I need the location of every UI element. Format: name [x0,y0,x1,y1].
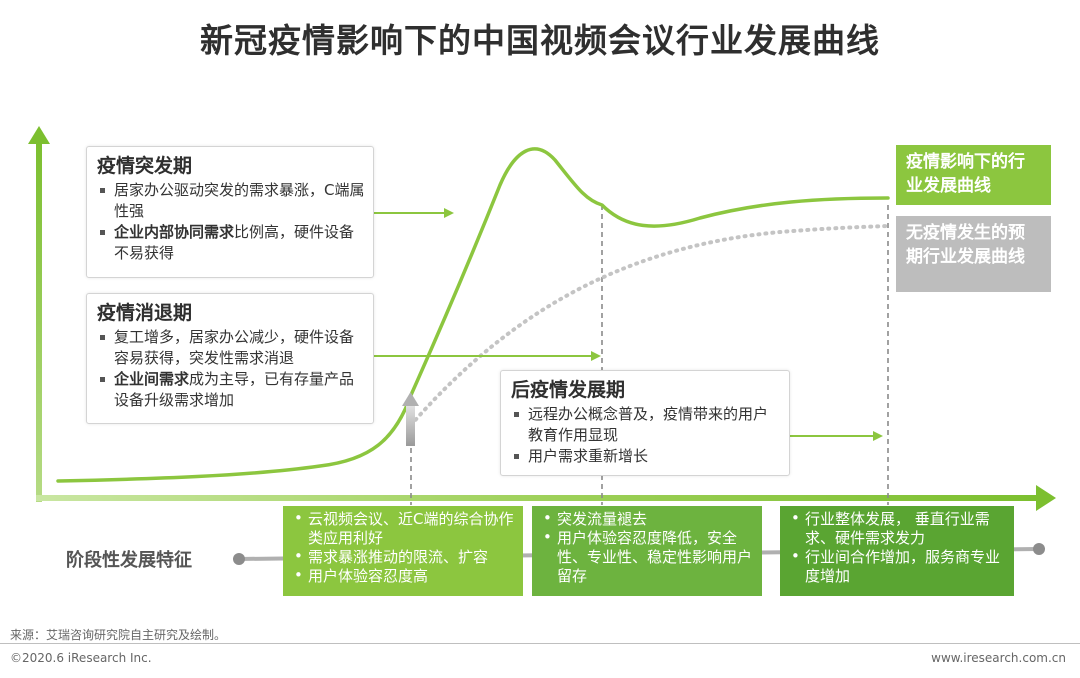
source-note: 来源：艾瑞咨询研究院自主研究及绘制。 [10,628,227,642]
feature-box-1: 云视频会议、近C端的综合协作类应用利好 需求暴涨推动的限流、扩容 用户体验容忍度… [283,506,523,596]
phase-box-post-epidemic: 后疫情发展期 远程办公概念普及，疫情带来的用户教育作用显现 用户需求重新增长 [500,370,790,476]
website-link[interactable]: www.iresearch.com.cn [931,651,1066,665]
phase-box-recession: 疫情消退期 复工增多，居家办公减少，硬件设备容易获得，突发性需求消退 企业间需求… [86,293,374,424]
feature-item: 云视频会议、近C端的综合协作类应用利好 [291,509,515,548]
phase-item: 企业间需求成为主导，已有存量产品设备升级需求增加 [97,369,365,411]
phase-item: 复工增多，居家办公减少，硬件设备容易获得，突发性需求消退 [97,327,365,369]
x-axis-arrow [1036,485,1056,511]
y-axis-arrow [28,126,50,144]
legend-actual-curve: 疫情影响下的行业发展曲线 [896,145,1051,205]
stage-label: 阶段性发展特征 [66,550,192,571]
page-title: 新冠疫情影响下的中国视频会议行业发展曲线 [200,21,880,60]
phase-2-arrow-head [591,351,601,361]
phase-title: 疫情消退期 [97,302,193,324]
phase-item: 用户需求重新增长 [511,446,781,467]
feature-item: 需求暴涨推动的限流、扩容 [291,547,515,567]
footer-divider [0,643,1080,644]
outbreak-marker-bar [406,404,415,446]
phase-item: 居家办公驱动突发的需求暴涨，C端属性强 [97,180,365,222]
copyright: ©2020.6 iResearch Inc. [10,651,152,665]
phase-item: 企业内部协同需求比例高，硬件设备不易获得 [97,222,365,264]
stage-timeline-start [233,553,245,565]
feature-item: 行业间合作增加，服务商专业度增加 [788,547,1006,586]
expected-curve [409,224,890,427]
phase-1-arrow-head [444,208,454,218]
phase-item: 远程办公概念普及，疫情带来的用户教育作用显现 [511,404,781,446]
phase-title: 疫情突发期 [97,155,193,177]
feature-box-3: 行业整体发展， 垂直行业需求、硬件需求发力 行业间合作增加，服务商专业度增加 [780,506,1014,596]
phase-box-outbreak: 疫情突发期 居家办公驱动突发的需求暴涨，C端属性强 企业内部协同需求比例高，硬件… [86,146,374,278]
feature-item: 突发流量褪去 [540,509,754,529]
phase-title: 后疫情发展期 [511,379,626,401]
feature-item: 用户体验容忍度降低，安全性、专业性、稳定性影响用户留存 [540,528,754,586]
legend-expected-curve: 无疫情发生的预期行业发展曲线 [896,216,1051,292]
stage-timeline-end [1033,543,1045,555]
feature-item: 行业整体发展， 垂直行业需求、硬件需求发力 [788,509,1006,548]
y-axis [36,142,42,502]
feature-box-2: 突发流量褪去 用户体验容忍度降低，安全性、专业性、稳定性影响用户留存 [532,506,762,596]
feature-item: 用户体验容忍度高 [291,566,515,586]
x-axis [36,495,1036,501]
phase-3-arrow-head [873,431,883,441]
actual-curve [56,147,890,483]
outbreak-marker-arrow [402,392,419,406]
